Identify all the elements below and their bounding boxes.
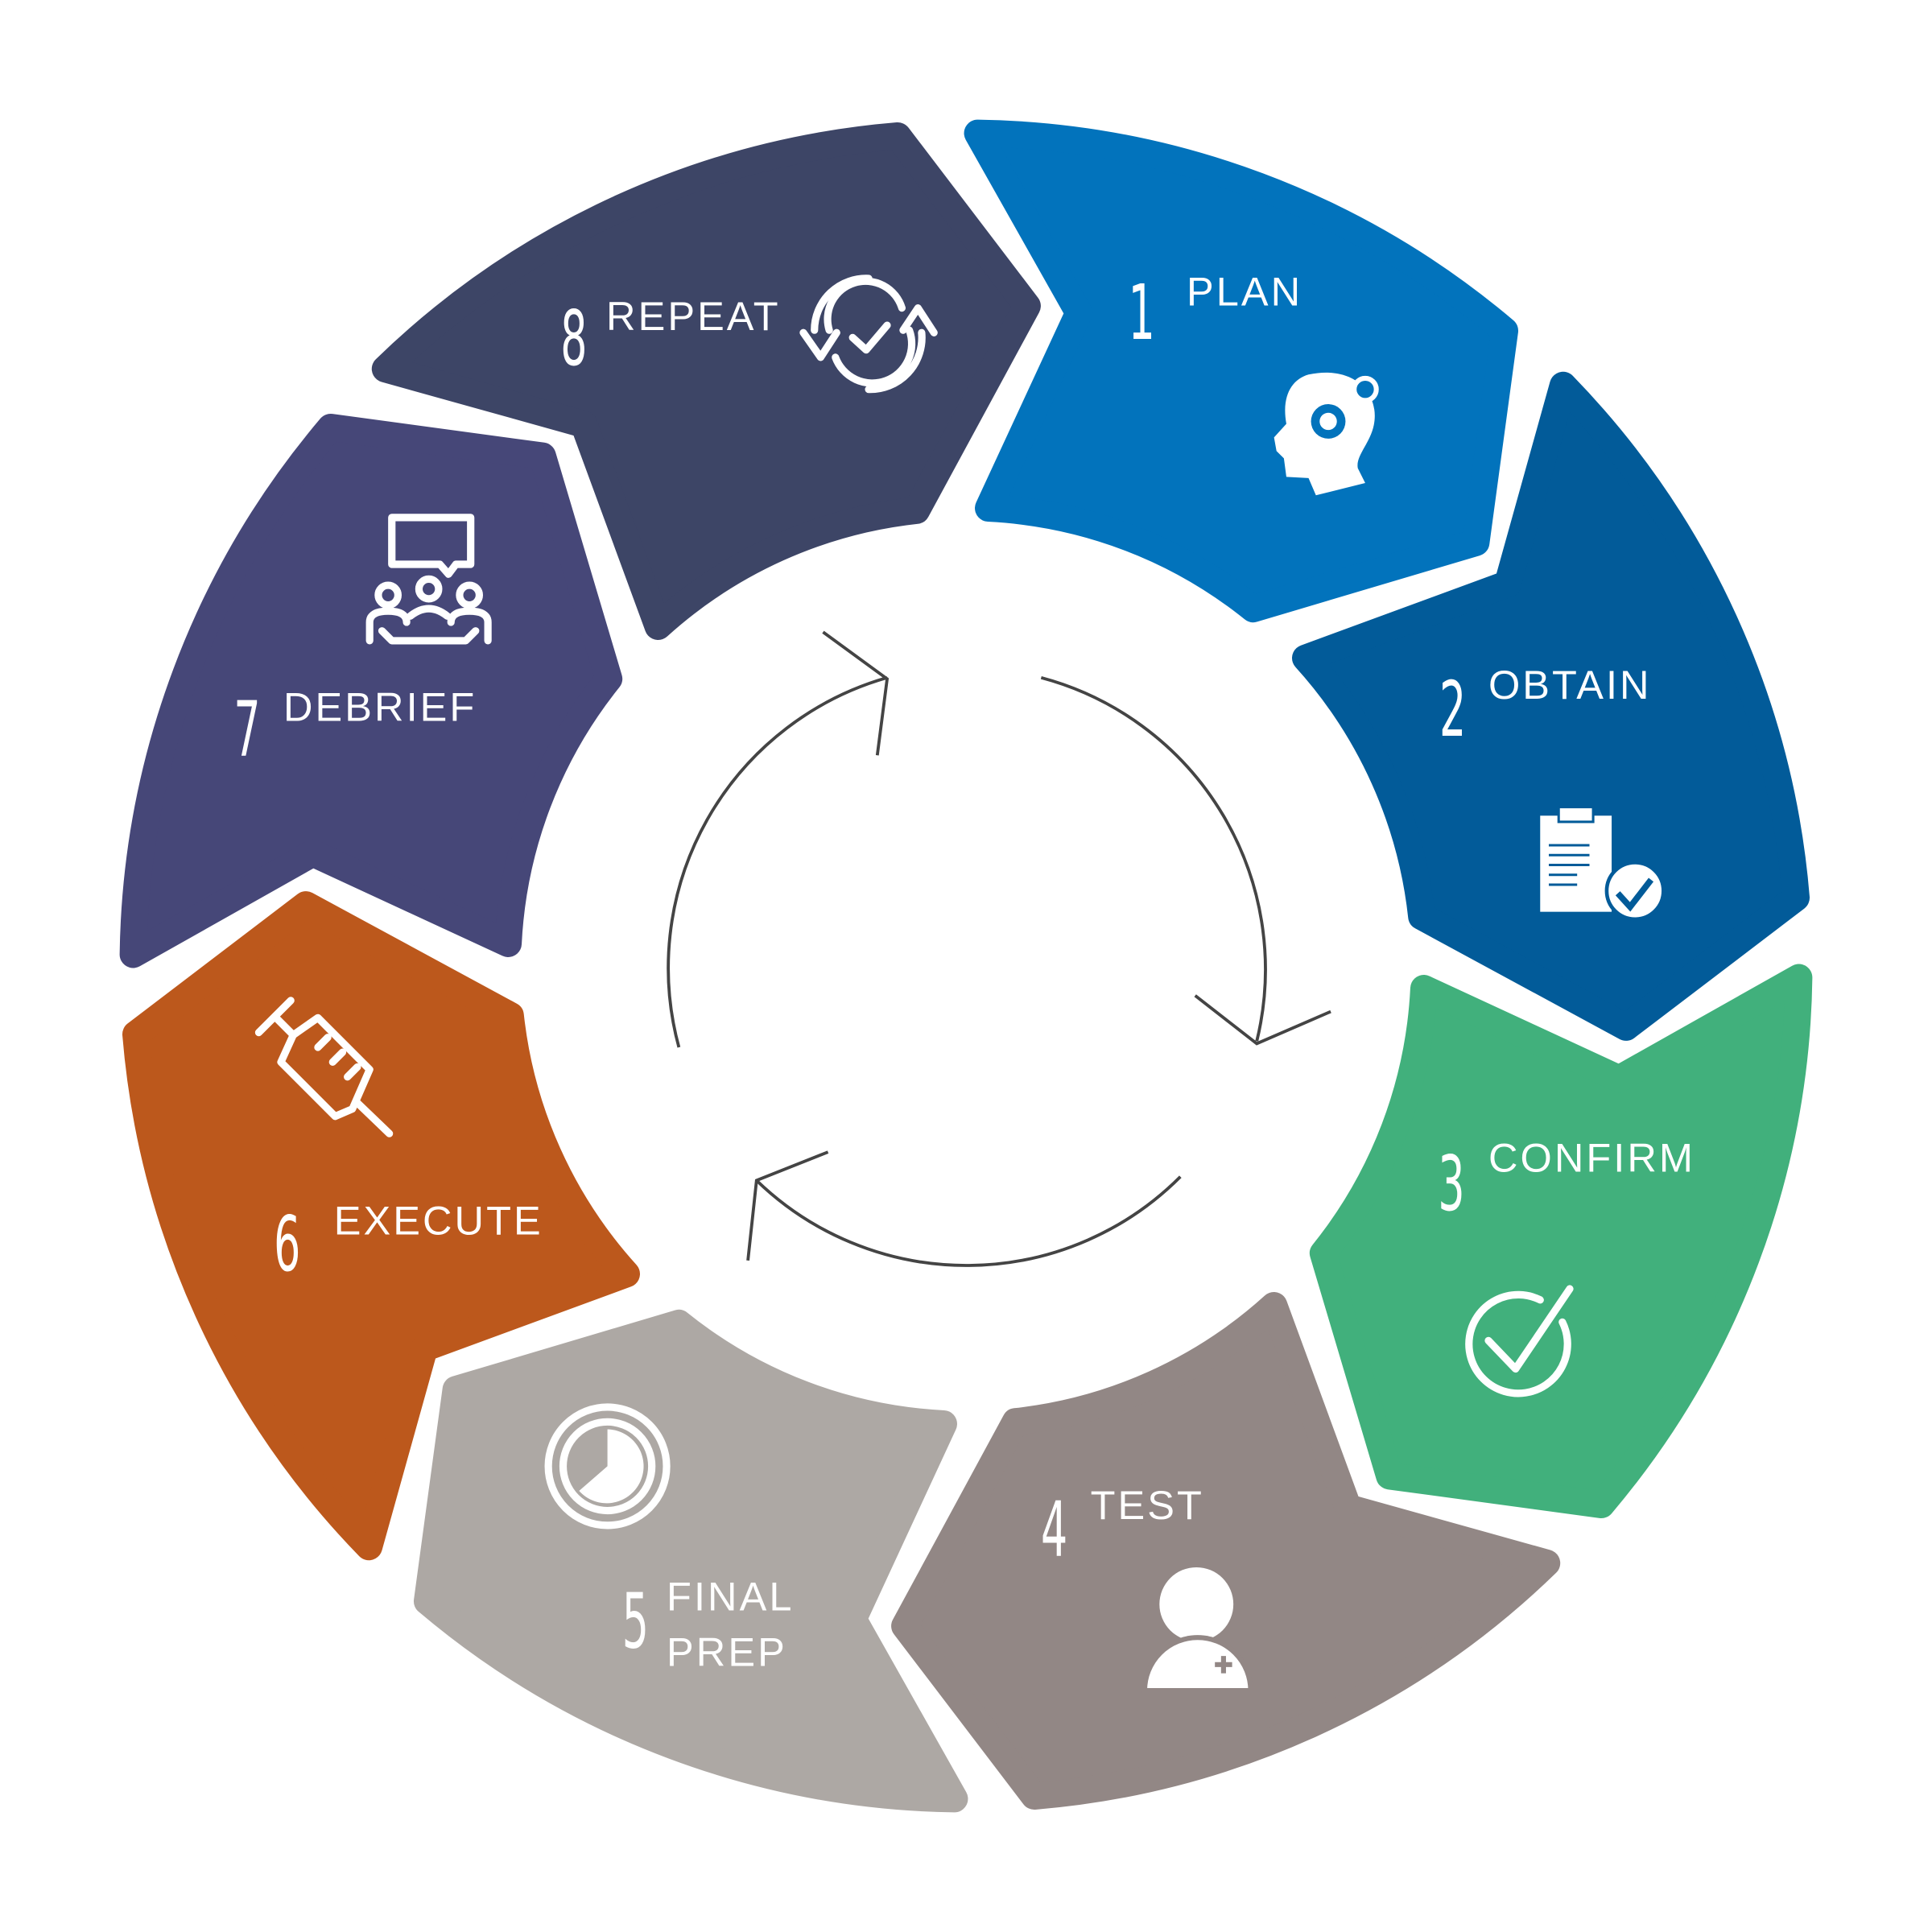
segment-execute xyxy=(122,891,640,1561)
segment-test xyxy=(891,1291,1561,1810)
check-circle-icon xyxy=(1465,1285,1574,1397)
step-number: 3 xyxy=(1438,1140,1464,1228)
step-8: 8 REPEAT xyxy=(560,275,938,394)
center-arrow-1-head xyxy=(1194,994,1331,1046)
clipboard-check-icon xyxy=(1540,806,1666,922)
medical-person-icon xyxy=(1141,1567,1253,1694)
step-2: 2 OBTAIN xyxy=(1439,662,1666,922)
step-label: FINAL xyxy=(667,1574,794,1620)
center-arrow-3-head xyxy=(822,630,890,756)
step-number: 8 xyxy=(560,295,587,383)
center-arrow-1 xyxy=(1040,675,1267,1042)
step-label: OBTAIN xyxy=(1488,662,1652,708)
step-number: 5 xyxy=(622,1578,649,1666)
step-label: EXECUTE xyxy=(334,1198,543,1244)
step-4: 4 TEST xyxy=(1041,1482,1253,1694)
step-number: 2 xyxy=(1439,666,1466,754)
step-7: 7 DEBRIEF xyxy=(233,514,492,774)
step-number: 1 xyxy=(1129,269,1155,357)
step-3: 3 CONFIRM xyxy=(1438,1135,1695,1397)
step-6: 6 EXECUTE xyxy=(254,997,543,1290)
center-arrow-2-head xyxy=(746,1150,829,1261)
meeting-icon xyxy=(365,514,492,645)
segment-debrief xyxy=(119,413,623,968)
segment-final xyxy=(413,1309,968,1813)
clock-icon xyxy=(544,1403,671,1530)
step-number: 4 xyxy=(1041,1486,1067,1575)
step-label: CONFIRM xyxy=(1488,1135,1695,1181)
refresh-check-icon xyxy=(799,275,938,394)
step-label: TEST xyxy=(1091,1482,1204,1528)
step-number: 7 xyxy=(233,686,260,774)
center-cycle-arrows xyxy=(667,630,1331,1267)
segment-plan xyxy=(964,119,1519,623)
step-label: PLAN xyxy=(1187,269,1302,315)
syringe-icon xyxy=(254,997,394,1137)
center-arrow-3 xyxy=(667,675,888,1048)
step-label-line2: PREP xyxy=(667,1629,787,1674)
step-1: 1 PLAN xyxy=(1129,269,1379,496)
segment-obtain xyxy=(1291,371,1810,1041)
center-arrow-2 xyxy=(755,1175,1182,1267)
step-label: DEBRIEF xyxy=(283,683,477,729)
step-5: 5 FINAL PREP xyxy=(544,1403,794,1674)
segment-confirm xyxy=(1309,964,1813,1519)
head-gears-icon xyxy=(1274,372,1379,496)
segment-repeat xyxy=(371,122,1041,640)
step-label: REPEAT xyxy=(606,293,781,339)
step-number: 6 xyxy=(274,1200,300,1289)
